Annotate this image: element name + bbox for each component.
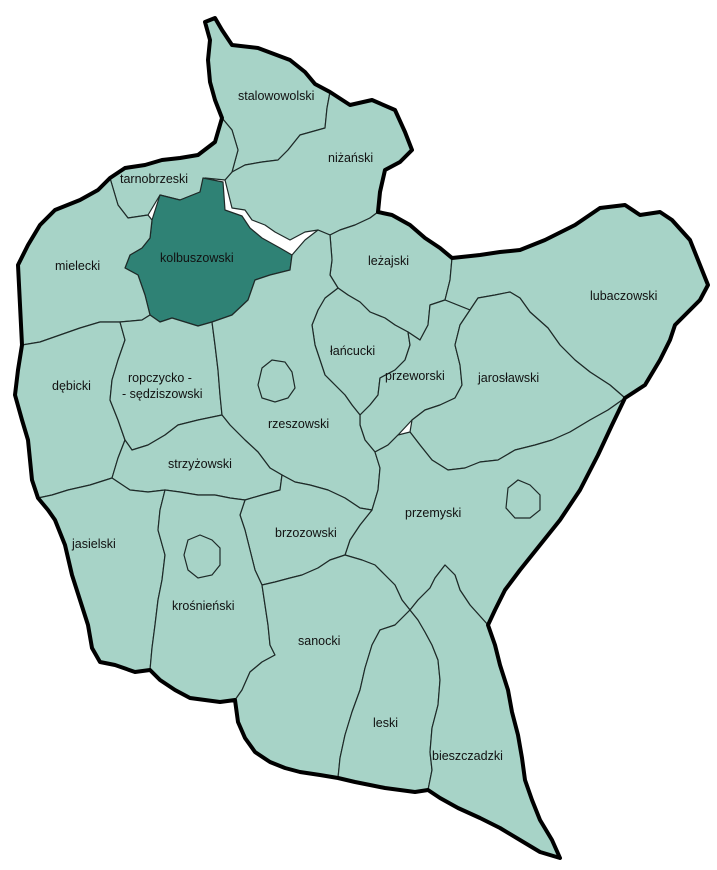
label-rzeszowski: rzeszowski — [268, 417, 329, 431]
county-jasielski[interactable] — [37, 477, 166, 673]
enclave-rzeszow — [257, 359, 296, 403]
label-stalowowolski: stalowowolski — [238, 89, 314, 103]
label-tarnobrzeski: tarnobrzeski — [120, 172, 188, 186]
label-przeworski: przeworski — [385, 369, 445, 383]
label-strzyzowski: strzyżowski — [168, 457, 232, 471]
label-jasielski: jasielski — [71, 537, 116, 551]
voivodeship-boundary — [13, 16, 710, 860]
label-nizanski: niżański — [328, 151, 373, 165]
label-ropczycko-2: - sędziszowski — [122, 387, 203, 401]
label-brzozowski: brzozowski — [275, 526, 337, 540]
label-krosnienski: krośnieński — [172, 599, 235, 613]
label-debicki: dębicki — [52, 379, 91, 393]
label-kolbuszowski: kolbuszowski — [160, 251, 234, 265]
label-leski: leski — [373, 716, 398, 730]
label-lancucki: łańcucki — [330, 344, 375, 358]
label-sanocki: sanocki — [298, 634, 340, 648]
label-ropczycko-1: ropczycko - — [128, 371, 192, 385]
enclave-przemysl — [505, 479, 541, 519]
label-przemyski: przemyski — [405, 506, 461, 520]
label-lezajski: leżajski — [368, 254, 409, 268]
label-mielecki: mielecki — [55, 259, 100, 273]
label-jaroslawski: jarosławski — [477, 371, 539, 385]
label-bieszczadzki: bieszczadzki — [432, 749, 503, 763]
enclave-krosno — [183, 534, 221, 579]
label-lubaczowski: lubaczowski — [590, 289, 657, 303]
